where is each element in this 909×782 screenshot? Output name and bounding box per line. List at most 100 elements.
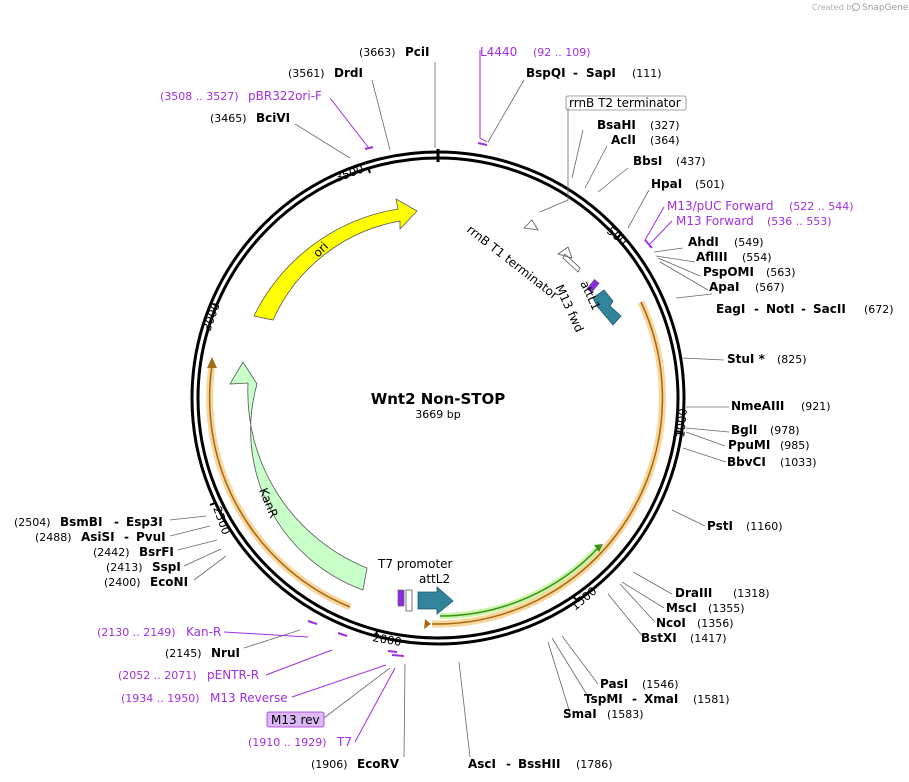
primer-range-l4440: (92 .. 109) — [533, 46, 591, 59]
enzyme-pos-acli: (364) — [650, 134, 680, 147]
enzyme-nmeaiii: NmeAIII — [731, 399, 784, 413]
enzyme-bsahi: BsaHI — [597, 118, 636, 132]
enzyme-bspqi: BspQI — [526, 66, 566, 80]
t7-promoter-feature — [405, 589, 413, 612]
enzyme-pos-msci: (1355) — [708, 602, 745, 615]
enzyme-ecorv: EcoRV — [357, 757, 400, 771]
enzyme-pos-pspomi: (563) — [766, 266, 796, 279]
enzyme-pvui-separator: - — [124, 530, 129, 544]
primer-pentr-r: pENTR-R — [207, 668, 259, 682]
snapgene-logo-icon — [852, 3, 860, 11]
enzyme-tspmi: TspMI — [584, 692, 623, 706]
enzyme-eagi: EagI — [716, 302, 745, 316]
enzyme-pos-bgli: (978) — [770, 424, 800, 437]
enzyme-sapi-separator: - — [573, 66, 578, 80]
enzyme-pos-bcivi: (3465) — [210, 112, 247, 125]
enzyme-pos-bbvci: (1033) — [780, 456, 817, 469]
enzyme-bbvci: BbvCI — [727, 455, 766, 469]
enzyme-pos-afliii: (554) — [742, 251, 772, 264]
enzyme-pvui: PvuI — [136, 530, 166, 544]
enzyme-pos-bbsi: (437) — [676, 155, 706, 168]
enzyme-pos-econi: (2400) — [104, 576, 141, 589]
pentr-r-marker — [337, 632, 348, 637]
enzyme-econi: EcoNI — [150, 575, 188, 589]
primer-leaders — [223, 50, 673, 743]
rrnb-t2-terminator-feature — [523, 219, 539, 231]
enzyme-bsshii-separator: - — [506, 757, 511, 771]
enzyme-msci: MscI — [666, 601, 697, 615]
rrnb-t2-label-box — [565, 95, 687, 111]
enzyme-bgli: BglI — [731, 423, 757, 437]
enzyme-pos-drdi: (3561) — [288, 67, 325, 80]
enzyme-pos-sspi: (2413) — [106, 561, 143, 574]
l4440-marker — [477, 142, 488, 146]
enzyme-draiii: DraIII — [675, 586, 712, 600]
primer-l4440: L4440 — [480, 45, 517, 59]
enzyme-esp3i-separator: - — [114, 515, 119, 529]
enzyme-pos-pasi: (1546) — [642, 678, 679, 691]
orf-left-arc — [208, 364, 351, 608]
tick-label-3000: 3000 — [200, 301, 223, 333]
tick-label-3500: 3500 — [333, 162, 365, 185]
primer-range-m13-forward: (536 .. 553) — [767, 215, 832, 228]
tick-label-1000: 1000 — [673, 408, 690, 439]
enzyme-hpai: HpaI — [651, 177, 682, 191]
enzyme-sapi: SapI — [586, 66, 616, 80]
t7-marker — [391, 654, 405, 657]
rrnb-t1-terminator-feature — [557, 246, 581, 273]
primer-m13-forward: M13 Forward — [676, 214, 754, 228]
tick-1000 — [674, 430, 682, 433]
enzyme-pos-tspmi: (1581) — [693, 693, 730, 706]
tick-1500 — [571, 595, 578, 601]
enzyme-esp3i: Esp3I — [126, 515, 163, 529]
m13-fwd-marker — [586, 279, 600, 293]
enzyme-pos-ecorv: (1906) — [311, 758, 348, 771]
enzyme-sacii: SacII — [813, 302, 846, 316]
enzyme-pos-nmeaiii: (921) — [801, 400, 831, 413]
tick-2000 — [375, 629, 378, 637]
primer-range-t7: (1910 .. 1929) — [248, 736, 327, 749]
enzyme-pspomi: PspOMI — [703, 265, 754, 279]
credit-prefix: Created by — [812, 3, 856, 12]
tick-3000 — [212, 303, 219, 307]
m13-puc-forward-marker — [644, 239, 653, 249]
primer-t7: T7 — [336, 735, 352, 749]
tick-2500 — [209, 502, 216, 506]
kanr-feature — [229, 361, 368, 591]
enzyme-smai: SmaI — [563, 707, 597, 721]
orf-right-highlight — [431, 300, 666, 628]
credit-brand: SnapGene — [862, 3, 909, 13]
primer-kan-r: Kan-R — [186, 625, 221, 639]
orf-right-arrowhead — [424, 619, 431, 629]
green-feature-arc — [439, 545, 601, 617]
primer-range-pentr-r: (2052 .. 2071) — [118, 669, 197, 682]
enzyme-acli: AclI — [611, 133, 636, 147]
enzyme-pos-nrui: (2145) — [165, 647, 202, 660]
primer-range-m13-reverse: (1934 .. 1950) — [121, 692, 200, 705]
ori-feature — [253, 198, 418, 321]
attl2-label: attL2 — [419, 572, 450, 586]
enzyme-pos-ppumi: (985) — [780, 439, 810, 452]
tick-500 — [616, 232, 623, 239]
enzyme-pos-asci: (1786) — [576, 758, 613, 771]
enzyme-bsrfi: BsrFI — [139, 545, 174, 559]
enzyme-bsshii: BssHII — [518, 757, 560, 771]
enzyme-sspi: SspI — [152, 560, 181, 574]
enzyme-pos-smai: (1583) — [607, 708, 644, 721]
enzyme-pos-bsahi: (327) — [650, 119, 680, 132]
primer-range-pbr322ori-f: (3508 .. 3527) — [160, 90, 239, 103]
attl2-feature — [417, 586, 454, 615]
primer-range-kan-r: (2130 .. 2149) — [97, 626, 176, 639]
rrnb-t2-label: rrnB T2 terminator — [569, 96, 681, 110]
m13-rev-label-box — [266, 711, 325, 728]
m13-rev-label: M13 rev — [271, 713, 320, 727]
enzyme-afliii: AflIII — [696, 250, 728, 264]
enzyme-pos-draiii: (1318) — [733, 587, 770, 600]
enzyme-asisi: AsiSI — [81, 530, 115, 544]
enzyme-ncoi: NcoI — [656, 616, 686, 630]
enzyme-ppumi: PpuMI — [728, 438, 770, 452]
enzyme-pos-eagi: (672) — [864, 303, 894, 316]
t7-promoter-label: T7 promoter — [377, 557, 453, 571]
primer-m13-reverse: M13 Reverse — [210, 691, 288, 705]
